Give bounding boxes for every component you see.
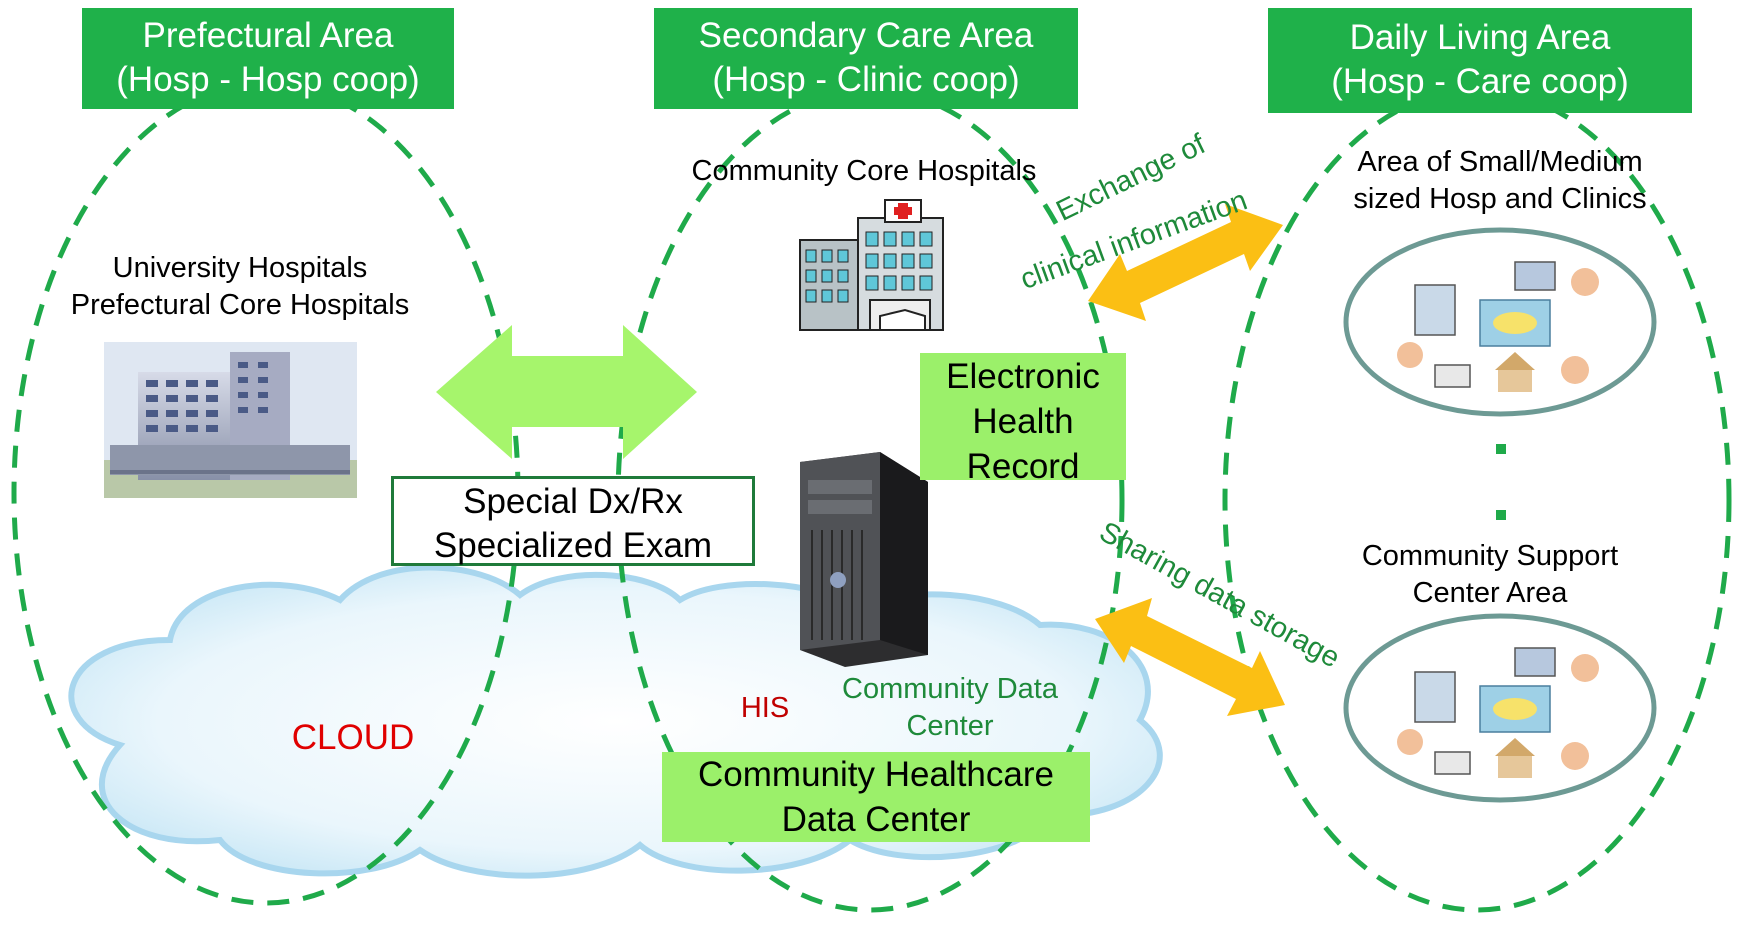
community-core-hospitals-label: Community Core Hospitals [691, 155, 1037, 187]
daily-living-area-ellipse [1222, 87, 1732, 913]
header-prefectural: Prefectural Area (Hosp - Hosp coop) [116, 16, 420, 99]
community-support-area-label: Community Support Center Area [1361, 540, 1619, 609]
header-secondary: Secondary Care Area (Hosp - Clinic coop) [698, 16, 1034, 99]
university-hospitals-label: University Hospitals Prefectural Core Ho… [70, 252, 410, 321]
ehr-box: Electronic Health Record [920, 353, 1126, 486]
header-box-daily [1268, 8, 1692, 113]
header-daily: Daily Living Area (Hosp - Care coop) [1331, 18, 1629, 101]
ellipsis-dot-1 [1496, 444, 1506, 454]
his-label: HIS [740, 692, 790, 724]
community-support-area-circle [1343, 613, 1657, 803]
community-hospital-icon [799, 199, 944, 331]
header-box-prefectural [82, 8, 454, 109]
small-medium-area-label: Area of Small/Medium sized Hosp and Clin… [1353, 146, 1647, 215]
double-arrow-exchange [1088, 204, 1283, 321]
university-hospital-image [104, 342, 357, 498]
special-exam-box: Special Dx/Rx Specialized Exam [391, 476, 755, 566]
double-arrow-green [436, 325, 697, 459]
header-box-secondary [654, 8, 1078, 109]
ellipsis-dot-2 [1496, 510, 1506, 520]
cloud-label: CLOUD [291, 718, 415, 757]
double-arrow-sharing [1095, 598, 1285, 716]
community-data-center-label: Community Data Center [842, 673, 1058, 742]
community-healthcare-data-center-box: Community Healthcare Data Center [662, 752, 1090, 842]
small-medium-area-circle [1343, 227, 1657, 417]
server-tower-icon [800, 452, 928, 667]
